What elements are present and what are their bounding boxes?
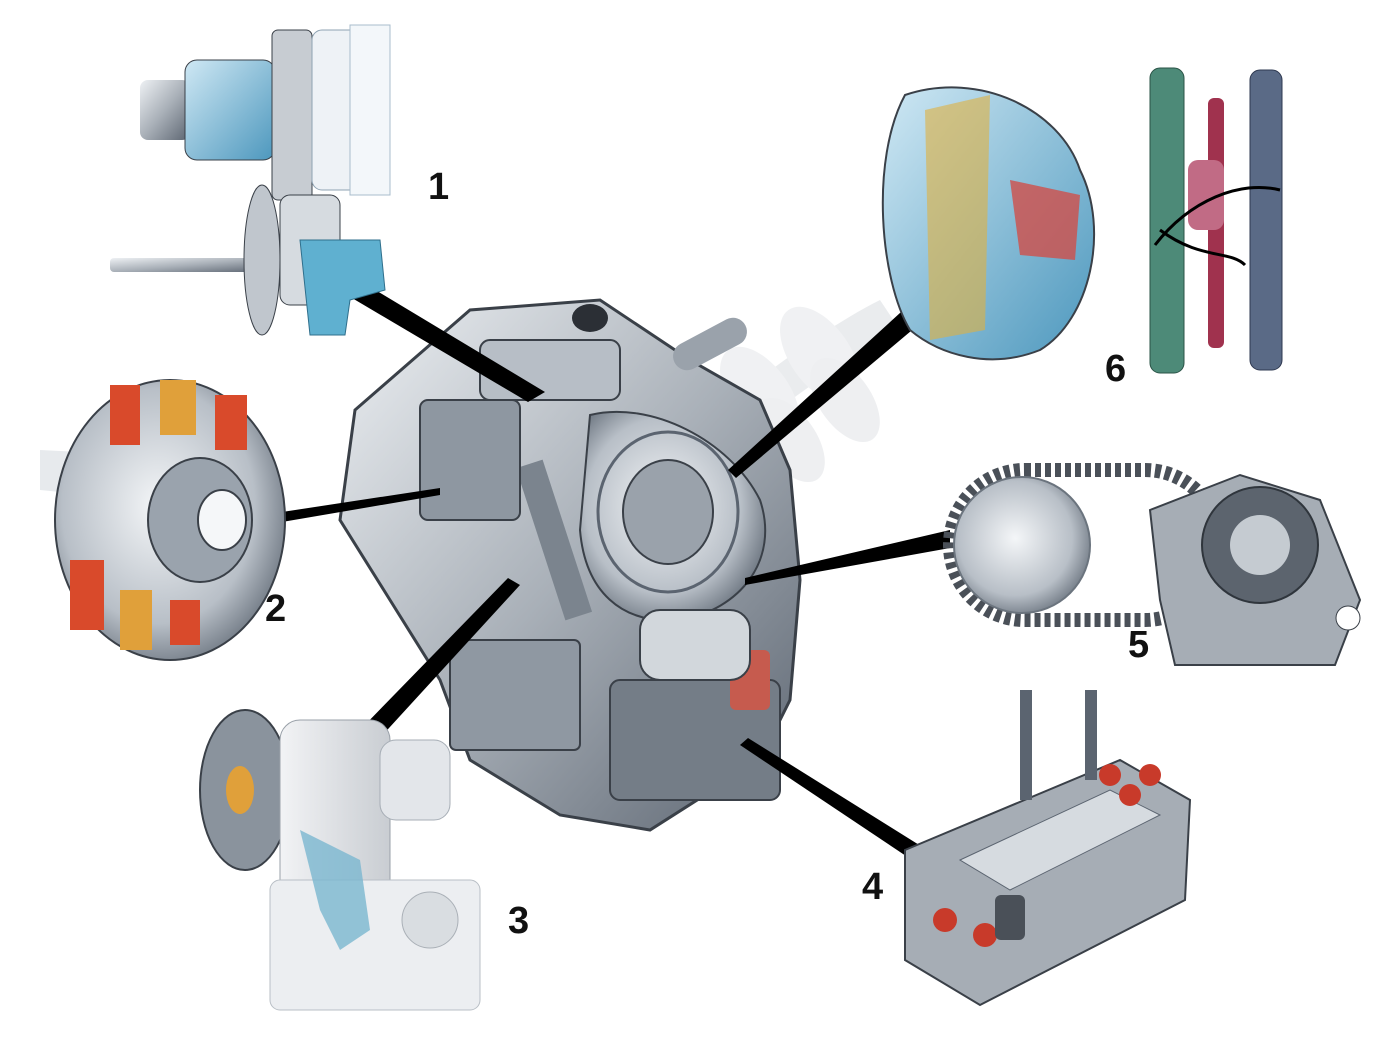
callout-number-3: 3 [508, 900, 530, 942]
callout-number-5: 5 [1128, 624, 1150, 666]
leader-line-1 [352, 288, 545, 402]
component-3-gear-module [199, 709, 481, 1011]
component-1-pulley-belt [110, 24, 391, 336]
callout-number-2: 2 [265, 588, 287, 630]
callout-number-6: 6 [1105, 348, 1127, 390]
component-4-control-unit [904, 690, 1192, 1007]
component-5-chain-pump [943, 463, 1362, 666]
component-6-torque-converter [881, 67, 1283, 374]
central-transmission-housing [338, 298, 802, 832]
leader-line-5 [745, 530, 950, 585]
leader-line-6 [728, 302, 930, 478]
leader-line-4 [740, 738, 940, 872]
leader-lines [282, 288, 950, 872]
component-2-clutch-pack [40, 379, 286, 661]
leader-line-3 [360, 578, 520, 740]
callout-number-4: 4 [862, 866, 884, 908]
leader-line-2 [282, 488, 440, 522]
callout-number-1: 1 [428, 166, 450, 208]
